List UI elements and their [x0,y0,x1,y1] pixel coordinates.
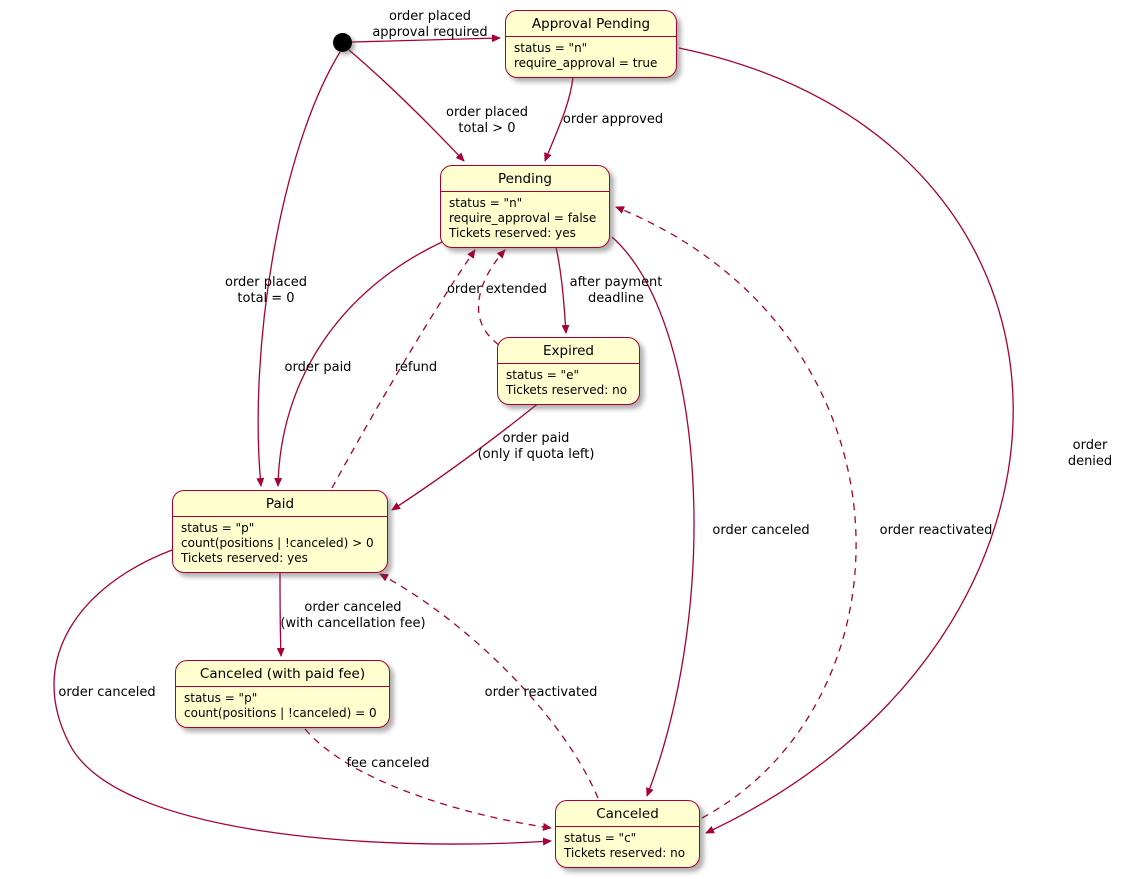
edge-initial-to-pending [348,49,465,162]
edge-paid-to-pending-refund [331,249,476,489]
edge-label-after-payment-deadline: after payment deadline [569,275,663,306]
state-title: Expired [498,338,639,364]
edge-label-refund: refund [394,360,438,375]
state-canceled: Canceled status = "c" Tickets reserved: … [555,800,700,868]
state-title: Paid [173,491,387,517]
state-attribute: count(positions | !canceled) = 0 [184,706,377,720]
edge-label-order-extended: order extended [446,282,548,297]
edge-expired-to-paid [391,401,541,511]
state-expired: Expired status = "e" Tickets reserved: n… [497,337,640,405]
edge-approval-pending-to-pending [544,76,574,162]
initial-state-dot [333,33,352,52]
edge-label-order-denied: order denied [1067,438,1113,469]
edge-label-order-placed-total-gt0: order placed total > 0 [445,105,529,136]
state-attribute: status = "e" [506,368,579,382]
state-body: status = "c" Tickets reserved: no [556,827,699,867]
edge-label-order-approved: order approved [562,112,664,127]
edge-label-order-paid-quota: order paid (only if quota left) [477,431,595,462]
state-body: status = "p" count(positions | !canceled… [176,687,389,727]
state-attribute: status = "n" [514,41,588,55]
state-approval-pending: Approval Pending status = "n" require_ap… [505,10,677,78]
state-body: status = "n" require_approval = true [506,37,676,77]
edge-label-order-reactivated-mid: order reactivated [484,685,598,700]
state-attribute: Tickets reserved: yes [181,551,308,565]
edge-initial-to-paid [256,51,341,487]
state-title: Canceled (with paid fee) [176,661,389,687]
edge-canceled-to-paid [379,573,599,799]
edge-label-order-reactivated-right: order reactivated [879,523,993,538]
edge-expired-to-pending [477,249,506,346]
state-title: Canceled [556,801,699,827]
state-paid: Paid status = "p" count(positions | !can… [172,490,388,573]
state-attribute: status = "p" [184,691,258,705]
edge-approval-pending-to-canceled [678,47,1014,834]
edge-canceled-to-pending [615,206,857,819]
edge-canceled-fee-to-canceled [304,728,552,831]
state-body: status = "n" require_approval = false Ti… [441,192,609,247]
state-pending: Pending status = "n" require_approval = … [440,165,610,248]
edge-paid-to-canceled [53,549,552,846]
state-title: Approval Pending [506,11,676,37]
state-attribute: require_approval = true [514,56,658,70]
edge-pending-to-paid [274,241,443,487]
state-attribute: status = "p" [181,521,255,535]
state-title: Pending [441,166,609,192]
state-canceled-with-paid-fee: Canceled (with paid fee) status = "p" co… [175,660,390,728]
edge-label-order-paid: order paid [284,360,352,375]
state-attribute: require_approval = false [449,211,597,225]
edge-label-fee-canceled: fee canceled [346,756,430,771]
edge-paid-to-canceled-fee [276,571,285,657]
edge-pending-to-canceled [611,236,695,797]
edge-label-order-canceled-right: order canceled [712,523,810,538]
edge-label-order-placed-total-eq0: order placed total = 0 [224,275,308,306]
edge-label-order-canceled-fee: order canceled (with cancellation fee) [280,600,426,631]
state-attribute: Tickets reserved: yes [449,226,576,240]
edge-label-order-placed-approval: order placed approval required [372,9,488,40]
state-attribute: count(positions | !canceled) > 0 [181,536,374,550]
edge-initial-to-approval-pending [351,34,501,43]
state-attribute: status = "c" [564,831,637,845]
state-attribute: Tickets reserved: no [506,383,628,397]
edge-pending-to-expired [555,246,570,334]
state-body: status = "e" Tickets reserved: no [498,364,639,404]
state-body: status = "p" count(positions | !canceled… [173,517,387,572]
state-attribute: status = "n" [449,196,523,210]
edge-label-order-canceled-left: order canceled [58,685,156,700]
state-attribute: Tickets reserved: no [564,846,686,860]
